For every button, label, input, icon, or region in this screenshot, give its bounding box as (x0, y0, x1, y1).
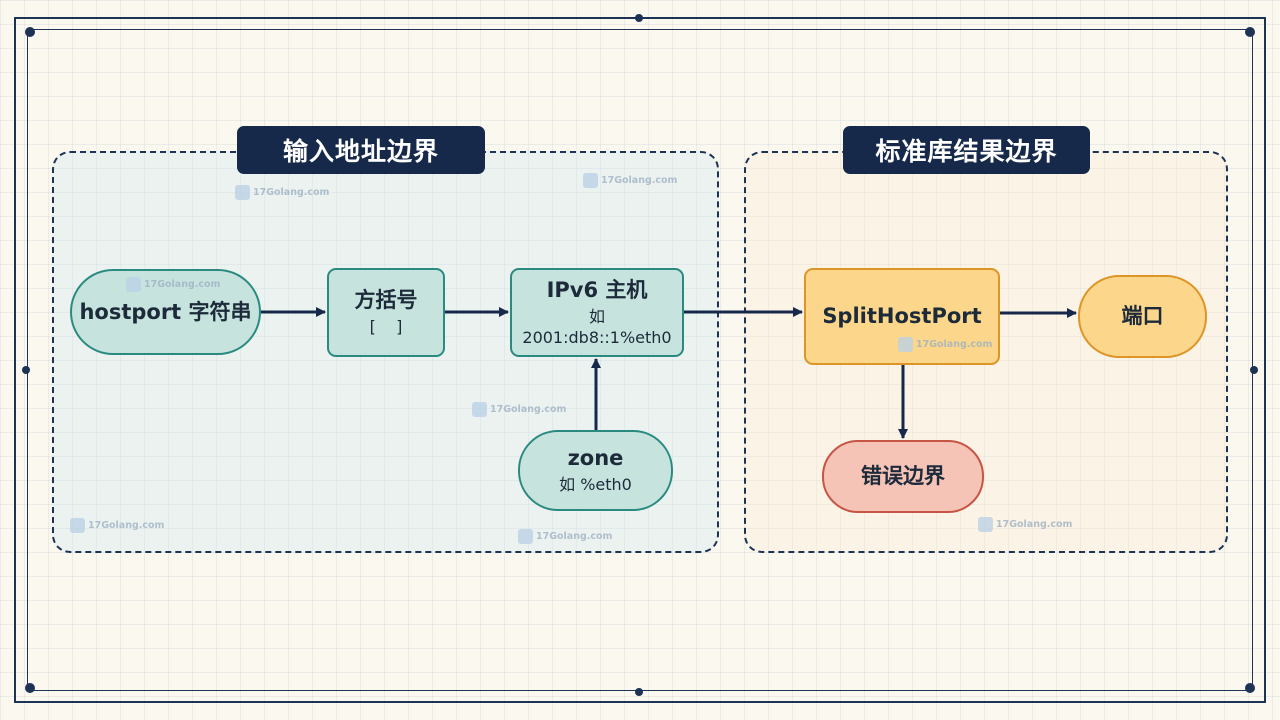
port-label: 端口 (1121, 304, 1164, 329)
input-boundary-title: 输入地址边界 (237, 126, 485, 174)
zone-node: zone 如 %eth0 (518, 430, 673, 511)
port-node: 端口 (1078, 275, 1207, 358)
watermark-icon (70, 518, 85, 533)
watermark-icon (978, 517, 993, 532)
watermark-logo: 17Golang.com (583, 173, 677, 188)
edge-dot (635, 688, 643, 696)
corner-dot (1245, 683, 1255, 693)
watermark-icon (518, 529, 533, 544)
ipv6-host-example: 如 2001:db8::1%eth0 (522, 306, 672, 347)
watermark-logo: 17Golang.com (898, 337, 992, 352)
error-boundary-node: 错误边界 (822, 440, 984, 513)
brackets-symbol: [ ] (369, 317, 403, 337)
corner-dot (1245, 27, 1255, 37)
brackets-node: 方括号 [ ] (327, 268, 445, 357)
watermark-icon (898, 337, 913, 352)
watermark-logo: 17Golang.com (518, 529, 612, 544)
zone-example: 如 %eth0 (559, 475, 632, 495)
watermark-icon (235, 185, 250, 200)
zone-label: zone (567, 445, 624, 470)
stdlib-boundary-title: 标准库结果边界 (843, 126, 1090, 174)
watermark-icon (126, 277, 141, 292)
watermark-icon (472, 402, 487, 417)
watermark-logo: 17Golang.com (126, 277, 220, 292)
error-boundary-label: 错误边界 (861, 464, 945, 489)
hostport-string-node: hostport 字符串 (70, 269, 261, 355)
edge-dot (1250, 366, 1258, 374)
edge-dot (22, 366, 30, 374)
corner-dot (25, 27, 35, 37)
corner-dot (25, 683, 35, 693)
brackets-label: 方括号 (354, 287, 418, 312)
watermark-logo: 17Golang.com (978, 517, 1072, 532)
watermark-logo: 17Golang.com (70, 518, 164, 533)
watermark-logo: 17Golang.com (235, 185, 329, 200)
ipv6-host-node: IPv6 主机 如 2001:db8::1%eth0 (510, 268, 684, 357)
watermark-logo: 17Golang.com (472, 402, 566, 417)
edge-dot (635, 14, 643, 22)
ipv6-host-label: IPv6 主机 (546, 277, 648, 302)
splithostport-label: SplitHostPort (822, 304, 982, 329)
hostport-string-label: hostport 字符串 (79, 299, 252, 324)
watermark-icon (583, 173, 598, 188)
